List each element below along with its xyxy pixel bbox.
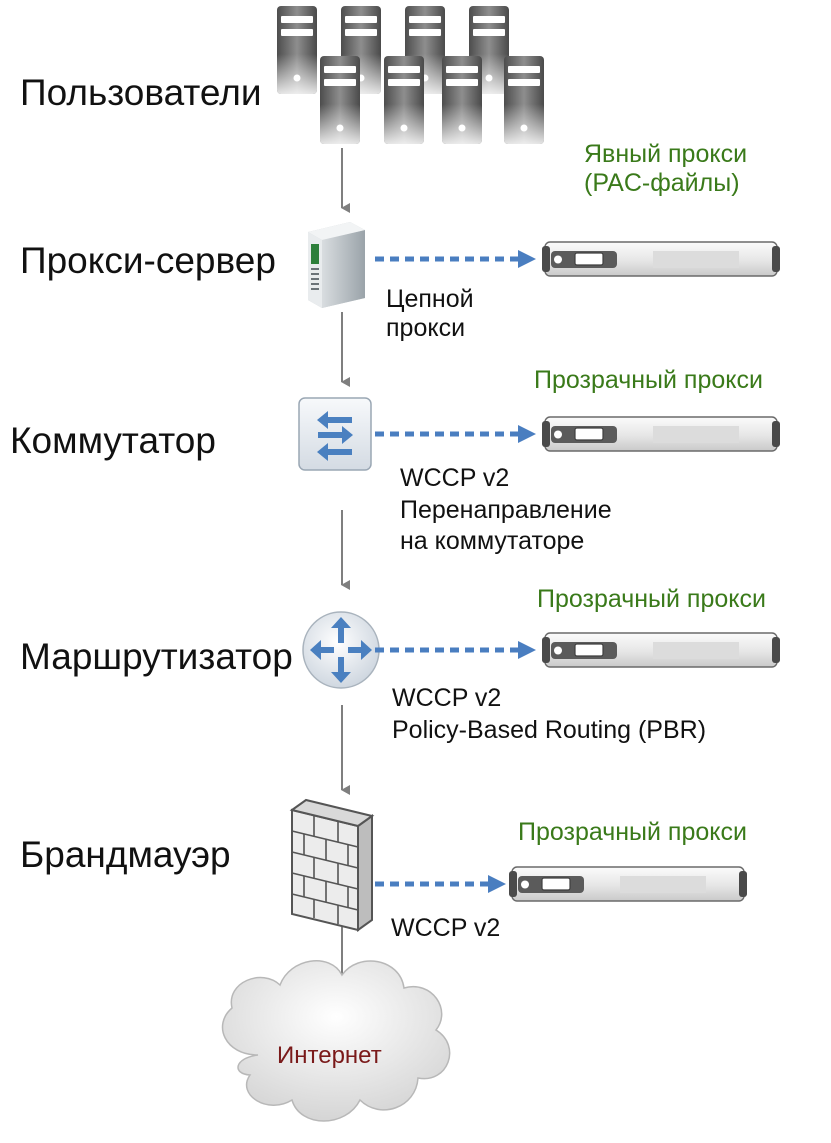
switch-method-note: WCCP v2 Перенаправление на коммутаторе (400, 463, 612, 558)
transparent-proxy-switch-note: Прозрачный прокси (534, 366, 763, 394)
chained-proxy-line-1: Цепной (386, 285, 474, 313)
redirect-arrows (375, 256, 520, 887)
transparent-proxy-firewall-note: Прозрачный прокси (518, 818, 747, 846)
router-method-line-1: WCCP v2 (392, 684, 502, 712)
appliance-explicit (541, 241, 781, 277)
users-server-towers (277, 6, 544, 144)
firewall-icon (289, 798, 375, 932)
transparent-proxy-router-note: Прозрачный прокси (537, 585, 766, 613)
appliance-firewall (508, 866, 748, 902)
switch-label: Коммутатор (10, 420, 216, 461)
proxy-server-label: Прокси-сервер (20, 240, 276, 281)
chained-proxy-line-2: прокси (386, 313, 466, 342)
switch-method-line-3: на коммутаторе (400, 527, 585, 555)
appliance-router (541, 632, 781, 668)
internet-cloud-icon (221, 960, 451, 1122)
switch-icon (298, 397, 372, 471)
switch-method-line-1: WCCP v2 (400, 464, 510, 492)
proxy-server-icon (308, 222, 365, 308)
router-label: Маршрутизатор (20, 636, 293, 677)
firewall-label: Брандмауэр (20, 834, 231, 875)
redirect-arrowheads (488, 250, 536, 893)
explicit-proxy-note: Явный прокси (PAC-файлы) (584, 140, 747, 198)
chained-proxy-note: Цепной прокси (386, 285, 474, 343)
router-method-line-2: Policy-Based Routing (PBR) (392, 715, 707, 744)
internet-label: Интернет (277, 1042, 382, 1069)
switch-method-line-2: Перенаправление (400, 495, 612, 524)
explicit-proxy-line-1: Явный прокси (584, 140, 748, 168)
appliance-switch (541, 416, 781, 452)
users-label: Пользователи (20, 72, 262, 113)
explicit-proxy-line-2: (PAC-файлы) (584, 168, 740, 197)
router-icon (302, 611, 380, 689)
firewall-method-note: WCCP v2 (391, 914, 501, 942)
router-method-note: WCCP v2 Policy-Based Routing (PBR) (392, 683, 706, 746)
